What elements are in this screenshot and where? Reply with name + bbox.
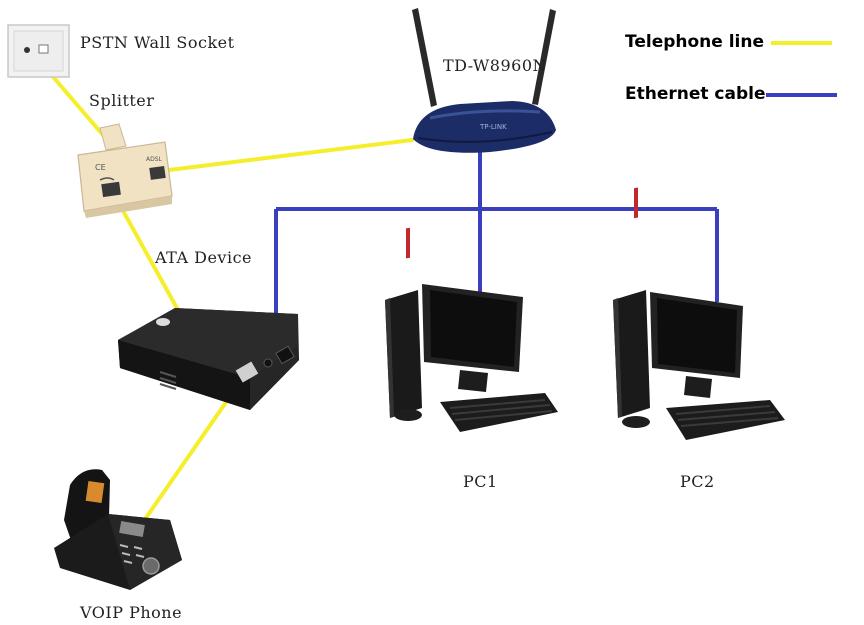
pc1-icon — [385, 227, 558, 432]
splitter-icon: CE ADSL — [77, 123, 173, 218]
label-ata: ATA Device — [155, 248, 252, 267]
ata-device-icon — [118, 308, 299, 410]
ethernet-cables — [274, 150, 719, 320]
router-icon: TP-LINK — [412, 8, 556, 153]
tel-splitter-to-router — [151, 138, 414, 174]
legend-telephone-label: Telephone line — [625, 32, 765, 52]
label-phone: VOIP Phone — [80, 603, 183, 622]
telephone-lines — [40, 62, 414, 527]
splitter-ce-mark: CE — [95, 163, 106, 172]
pc2-icon — [613, 187, 785, 440]
label-pc2: PC2 — [680, 472, 715, 491]
legend-ethernet-label: Ethernet cable — [625, 84, 766, 104]
label-wall-socket: PSTN Wall Socket — [80, 33, 235, 52]
splitter-port-label: ADSL — [146, 156, 163, 163]
label-pc1: PC1 — [463, 472, 498, 491]
label-splitter: Splitter — [89, 91, 155, 110]
pstn-wall-socket-icon — [7, 24, 70, 78]
tel-splitter-to-ata — [115, 198, 180, 312]
label-router: TD-W8960N — [443, 56, 547, 75]
router-brand: TP-LINK — [479, 123, 507, 131]
voip-phone-icon — [54, 469, 182, 590]
